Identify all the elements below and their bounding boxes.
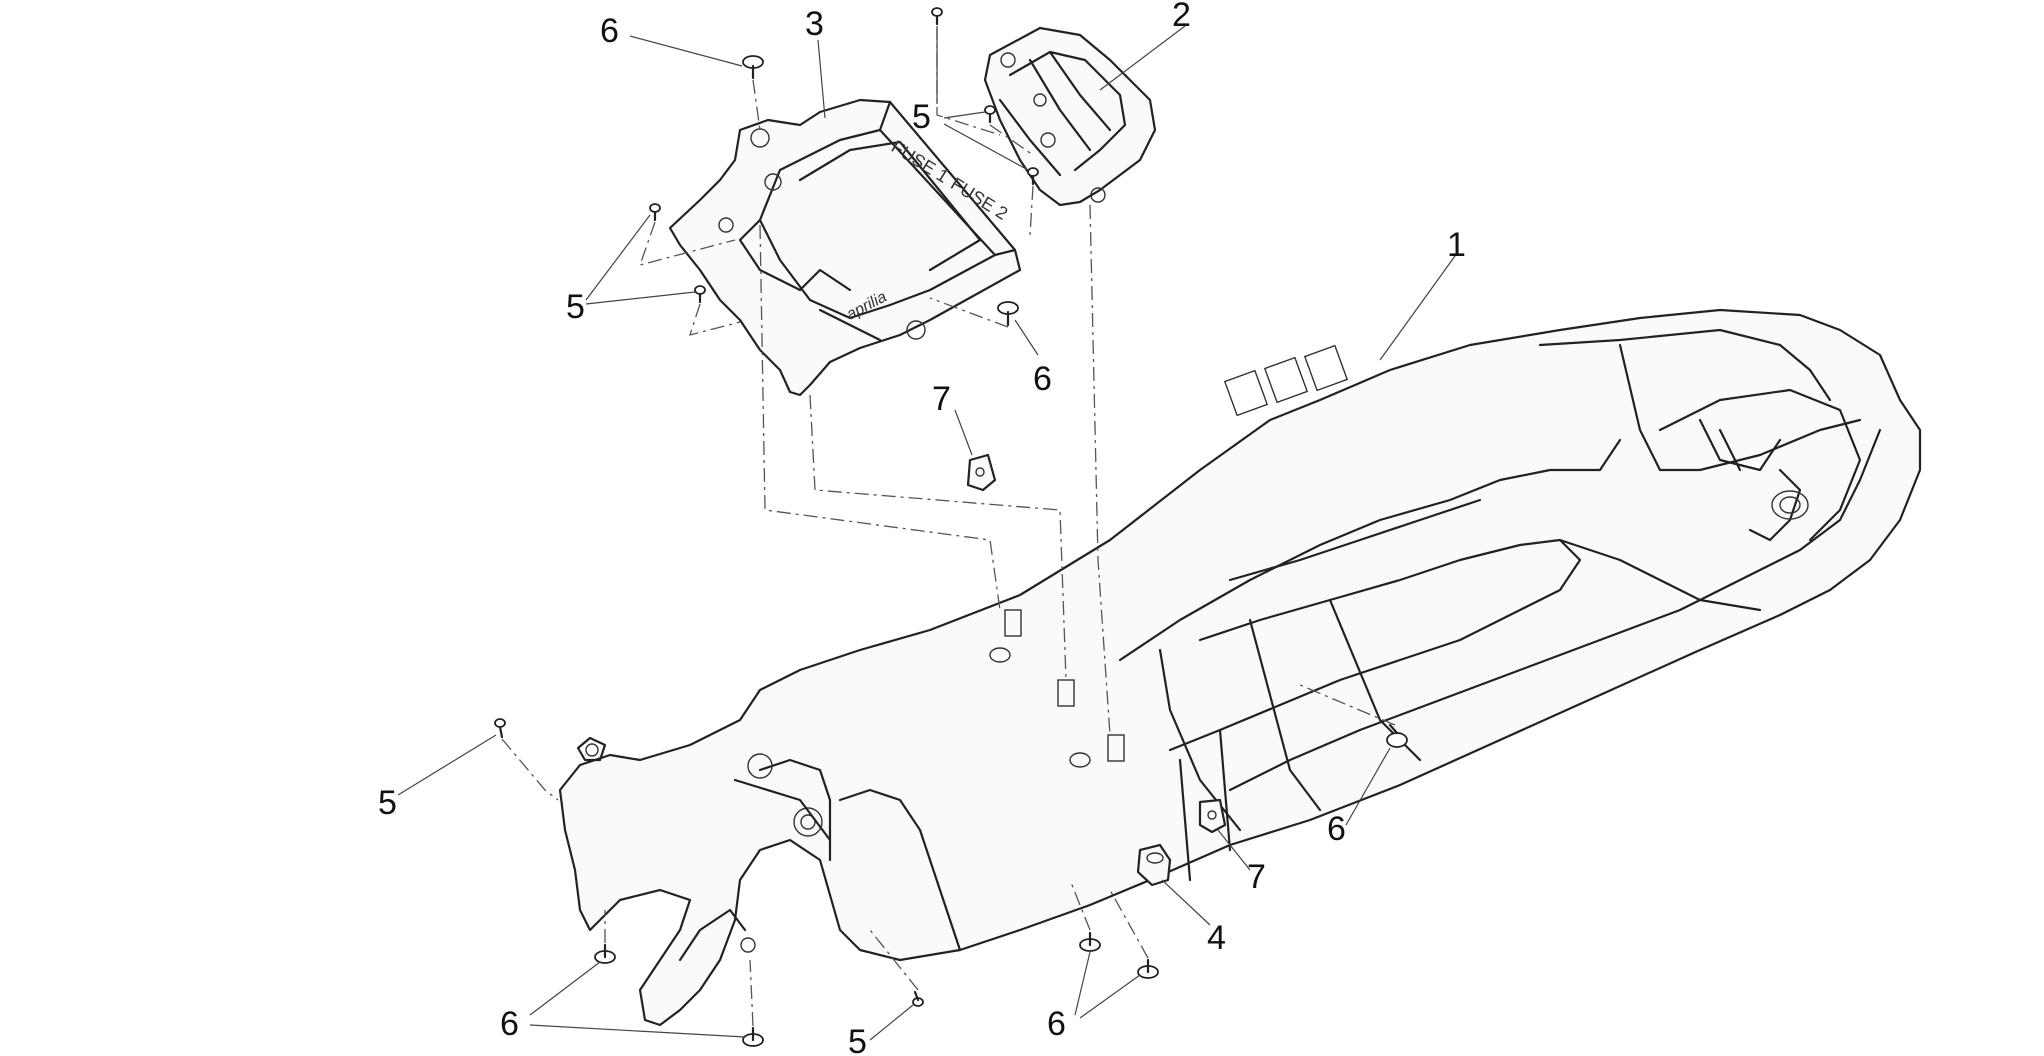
callout-6-tray: 6 [1033,360,1052,398]
clip-part-lower [1198,798,1227,834]
callout-6-top: 6 [600,12,619,50]
assembly-guide-lines [501,26,1396,1027]
main-undertray-part [558,308,1922,1027]
bolt-5-cover-a [984,105,996,124]
screw-6-right [1386,723,1408,748]
bolt-5-tray-b [694,285,706,304]
screw-6-bottom-center [742,1026,764,1047]
screw-6-bottom-left [594,943,616,964]
callout-6-bottom-right: 6 [1047,1005,1066,1043]
bolt-5-tray-a [649,203,661,222]
bolt-5-top [931,7,943,26]
callout-4: 4 [1207,919,1226,957]
grommet-part [1136,843,1172,887]
callout-2: 2 [1172,0,1191,34]
callout-5-bottom: 5 [848,1023,867,1056]
callout-numbers: 6 3 2 5 1 5 6 7 5 6 7 4 6 6 5 [378,0,1466,1056]
callout-7-upper: 7 [932,380,951,418]
screw-6-tray-right [997,301,1019,327]
clip-part-upper [966,453,997,492]
bolt-5-left [494,718,506,739]
callout-7-lower: 7 [1247,858,1266,896]
bolt-5-cover-b [1027,167,1039,186]
screw-6-bottom-right [1137,958,1159,979]
callout-5-tray: 5 [566,288,585,326]
callout-6-right: 6 [1327,810,1346,848]
fuse-cover-part [983,26,1157,207]
callout-6-bottom-left: 6 [500,1005,519,1043]
callout-5-left: 5 [378,784,397,822]
fuse-tray-part: FUSE 1 FUSE 2 aprilia [668,98,1022,397]
screw-6-bottom-mid [1079,931,1101,952]
callout-3: 3 [805,5,824,43]
screw-hardware [494,7,1408,1047]
bolt-5-bottom [912,990,924,1007]
screw-6-top [742,55,764,80]
leader-lines [397,25,1456,1041]
callout-5-cover: 5 [912,98,931,136]
callout-1: 1 [1447,226,1466,264]
